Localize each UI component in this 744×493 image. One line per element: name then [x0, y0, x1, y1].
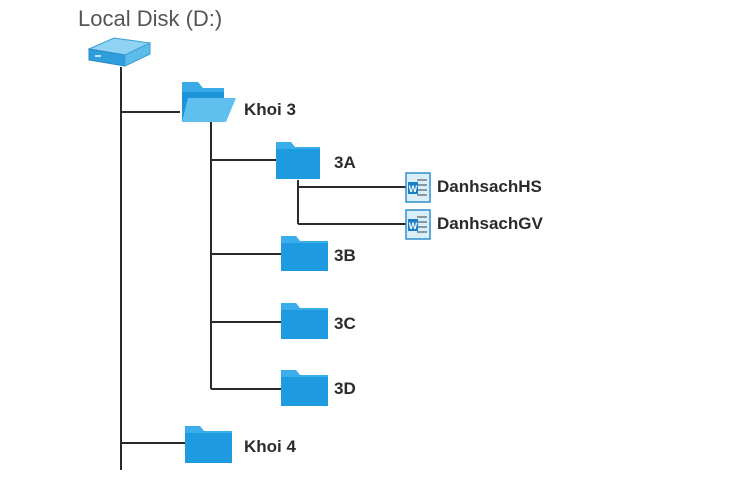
- folder-label-3b[interactable]: 3B: [334, 246, 356, 265]
- folder-icon[interactable]: [185, 426, 232, 463]
- folder-label-3d[interactable]: 3D: [334, 379, 356, 398]
- folder-icon[interactable]: [276, 142, 320, 179]
- document-icon[interactable]: W: [405, 209, 431, 240]
- open-folder-icon[interactable]: [182, 82, 236, 122]
- folder-icon[interactable]: [281, 303, 328, 339]
- file-label-danhsachgv[interactable]: DanhsachGV: [437, 214, 543, 233]
- folder-label-khoi3[interactable]: Khoi 3: [244, 100, 296, 119]
- folder-icon[interactable]: [281, 236, 328, 271]
- folder-label-3c[interactable]: 3C: [334, 314, 356, 333]
- drive-icon[interactable]: [87, 37, 152, 67]
- document-icon[interactable]: W: [405, 172, 431, 203]
- file-label-danhsachhs[interactable]: DanhsachHS: [437, 177, 542, 196]
- folder-label-3a[interactable]: 3A: [334, 153, 356, 172]
- folder-label-khoi4[interactable]: Khoi 4: [244, 437, 296, 456]
- svg-text:W: W: [409, 184, 418, 194]
- folder-icon[interactable]: [281, 370, 328, 406]
- drive-label[interactable]: Local Disk (D:): [78, 6, 223, 31]
- svg-text:W: W: [409, 221, 418, 231]
